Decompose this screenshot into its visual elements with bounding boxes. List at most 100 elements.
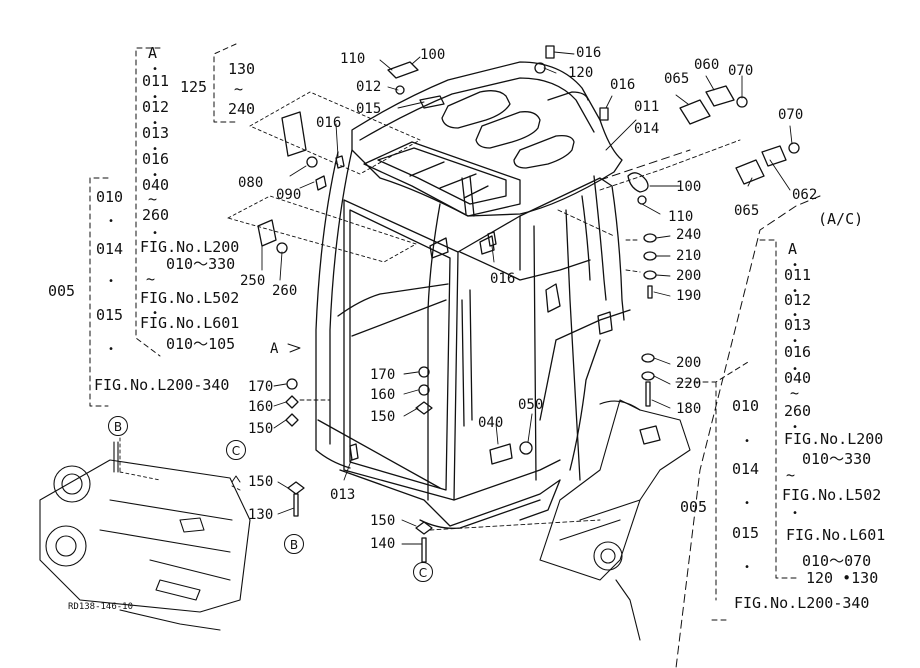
seq-dot: •	[152, 228, 159, 239]
part-label: 200	[676, 355, 702, 371]
seq-dot: •	[152, 92, 159, 103]
part-label: 210	[676, 248, 702, 264]
seq-dot: •	[152, 170, 159, 181]
seq-left-line: 013	[142, 124, 170, 142]
annotation-brackets	[89, 43, 821, 668]
part-label: 150	[248, 474, 274, 490]
seq-left-line: 016	[142, 150, 170, 168]
ac-line: 013	[784, 316, 812, 334]
part-label: 050	[518, 397, 544, 413]
part-label: 015	[356, 101, 382, 117]
ac-tilde: ~	[786, 466, 796, 484]
part-label: 016	[576, 45, 602, 61]
ac-tilde: ~	[790, 384, 800, 402]
left-item-dot: •	[108, 276, 115, 287]
ac-title: (A/C)	[818, 210, 864, 228]
left-item: 015	[96, 306, 124, 324]
view-ref-c-circle: C	[413, 562, 433, 582]
bracket-125-bottom: 240	[228, 100, 256, 118]
part-label: 220	[676, 376, 702, 392]
part-label: 014	[634, 121, 660, 137]
view-a-arrow	[287, 343, 301, 353]
right-item-dot: •	[744, 436, 751, 447]
part-label: 110	[340, 51, 366, 67]
ac-dot: •	[792, 286, 799, 297]
part-label: 065	[734, 203, 760, 219]
ac-fig1-range: 010～330	[802, 450, 872, 468]
part-label: 016	[316, 115, 342, 131]
bracket-125-top: 130	[228, 60, 256, 78]
part-label: 190	[676, 288, 702, 304]
ac-line: 012	[784, 291, 812, 309]
washer-stacks	[285, 366, 533, 563]
drawing-code: RD138-146-10	[68, 602, 134, 612]
bracket-125-tilde: ~	[234, 80, 244, 98]
right-item: 015	[732, 524, 760, 542]
part-label: 040	[478, 415, 504, 431]
seq-tilde: ~	[146, 270, 156, 288]
part-label: 016	[610, 77, 636, 93]
part-label: 140	[370, 536, 396, 552]
part-label: 240	[676, 227, 702, 243]
seq-dot: •	[152, 144, 159, 155]
part-label: 120	[568, 65, 594, 81]
part-label: 180	[676, 401, 702, 417]
ac-fig1: FIG.No.L200	[784, 430, 884, 448]
part-label: 013	[330, 487, 356, 503]
view-ref-b-circle: B	[108, 416, 128, 436]
part-label: 065	[664, 71, 690, 87]
part-label: 130	[248, 507, 274, 523]
part-label: 200	[676, 268, 702, 284]
part-label: 100	[676, 179, 702, 195]
seq-left-line: 012	[142, 98, 170, 116]
lower-chassis	[39, 441, 251, 631]
seq-fig1-range: 010～330	[166, 255, 236, 273]
part-label: 062	[792, 187, 818, 203]
part-label: 090	[276, 187, 302, 203]
part-label: 016	[490, 271, 516, 287]
left-item: 014	[96, 240, 124, 258]
ac-fig2: FIG.No.L502	[782, 486, 882, 504]
ac-fig3-range-a: 010～070	[802, 552, 872, 570]
seq-dot: •	[152, 118, 159, 129]
ac-fig3-range-b: 120 •130	[806, 569, 879, 587]
ac-line: A	[788, 240, 798, 258]
seq-fig3: FIG.No.L601	[140, 314, 240, 332]
part-label: 070	[728, 63, 754, 79]
left-fig-ref: FIG.No.L200-340	[94, 376, 230, 394]
seq-dot: •	[152, 64, 159, 75]
seq-left-line: 040	[142, 176, 170, 194]
right-range-label: 005	[680, 498, 708, 516]
right-item-dot: •	[744, 562, 751, 573]
ac-line: 260	[784, 402, 812, 420]
leader-lines	[119, 51, 793, 545]
right-item: 010	[732, 397, 760, 415]
left-item-dot: •	[108, 344, 115, 355]
part-label: 260	[272, 283, 298, 299]
seq-dot: •	[152, 308, 159, 319]
ac-line: 040	[784, 369, 812, 387]
view-ref-b-circle: B	[284, 534, 304, 554]
ac-line: 016	[784, 343, 812, 361]
seq-left-line: 260	[142, 206, 170, 224]
part-label: 080	[238, 175, 264, 191]
ac-dot: •	[792, 310, 799, 321]
left-plates	[227, 91, 421, 263]
part-label: 150	[370, 513, 396, 529]
left-range-label: 005	[48, 282, 76, 300]
cabin-frame	[315, 61, 631, 529]
right-item: 014	[732, 460, 760, 478]
part-label: 100	[420, 47, 446, 63]
small-up-arrow	[231, 475, 241, 483]
seq-left-line: A	[148, 44, 158, 62]
part-label: 110	[668, 209, 694, 225]
ac-dot: •	[792, 508, 799, 519]
ac-fig3: FIG.No.L601	[786, 526, 886, 544]
seq-fig2: FIG.No.L502	[140, 289, 240, 307]
part-label: 160	[370, 387, 396, 403]
part-label: 011	[634, 99, 660, 115]
view-ref-c-circle: C	[226, 440, 246, 460]
part-label: 150	[370, 409, 396, 425]
seq-left-line: 011	[142, 72, 170, 90]
